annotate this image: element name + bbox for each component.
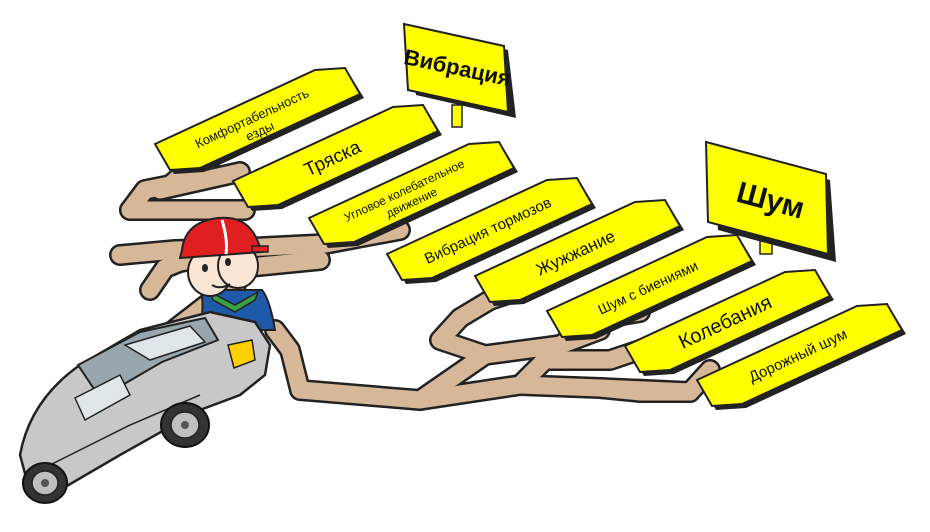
vibration-sign: Вибрация bbox=[402, 22, 516, 128]
front-wheel bbox=[160, 402, 210, 448]
board-road-noise: Дорожный шум bbox=[695, 302, 906, 410]
rear-wheel bbox=[22, 462, 68, 504]
board-beat-noise: Шум с биениями bbox=[545, 233, 756, 341]
car-illustration bbox=[18, 310, 272, 504]
noise-sign: Шум bbox=[704, 140, 836, 262]
board-shake: Тряска bbox=[231, 103, 442, 211]
